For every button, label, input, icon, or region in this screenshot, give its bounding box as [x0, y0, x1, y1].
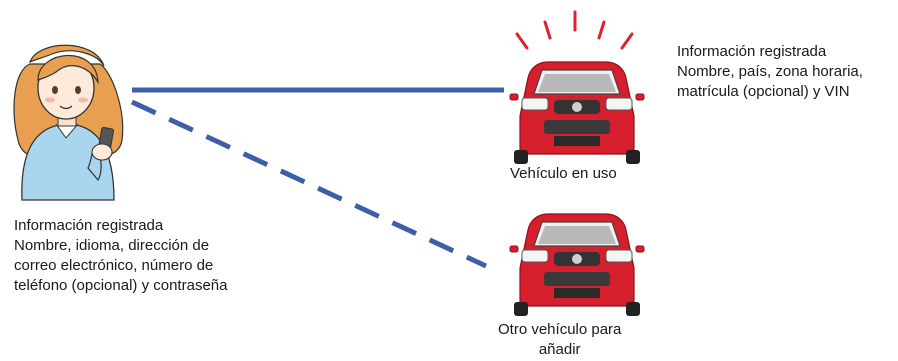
user-info-line: correo electrónico, número de [14, 257, 214, 274]
current-vehicle-label-text: Vehículo en uso [510, 165, 617, 182]
other-vehicle-label-line: Otro vehículo para [498, 321, 622, 338]
current-vehicle-icon [509, 61, 645, 164]
user-illustration [13, 44, 124, 201]
alert-rays-icon [515, 10, 634, 50]
user-registered-info: Información registrada Nombre, idioma, d… [14, 216, 227, 296]
other-vehicle-label-line: añadir [538, 341, 581, 358]
other-vehicle-label: Otro vehículo para añadir [498, 320, 621, 360]
pending-link-line [130, 99, 488, 269]
vehicle-info-line: Nombre, país, zona horaria, [677, 63, 863, 80]
vehicle-registered-info: Información registrada Nombre, país, zon… [677, 42, 863, 102]
user-info-line: Nombre, idioma, dirección de [14, 237, 210, 254]
vehicle-info-line: matrícula (opcional) y VIN [677, 83, 850, 100]
user-info-title: Información registrada [14, 217, 164, 234]
user-info-line: teléfono (opcional) y contraseña [14, 277, 228, 294]
other-vehicle-icon [509, 213, 645, 316]
vehicle-info-title: Información registrada [677, 43, 827, 60]
current-vehicle-label: Vehículo en uso [510, 164, 617, 184]
